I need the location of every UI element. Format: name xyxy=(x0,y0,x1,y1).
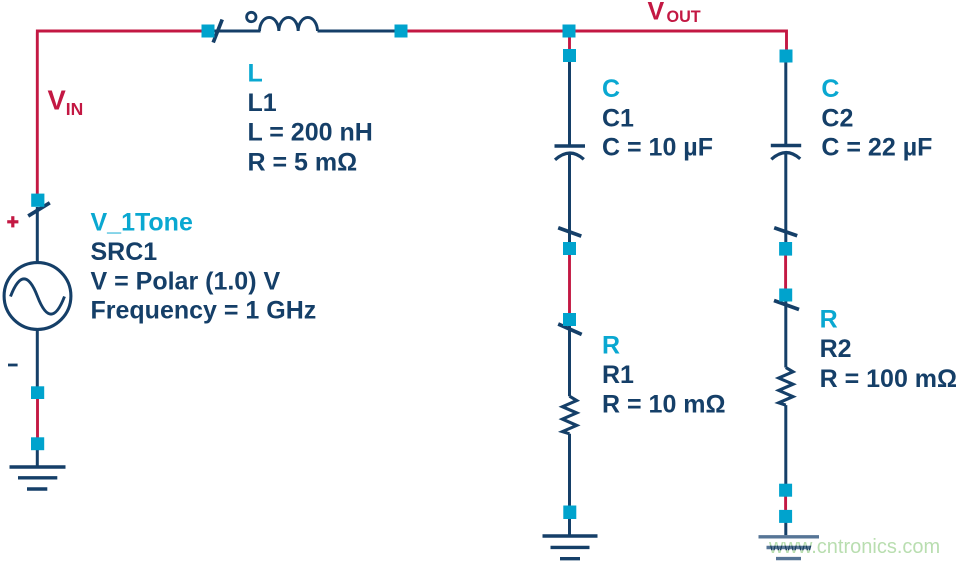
svg-text:C: C xyxy=(602,75,620,103)
svg-text:www: www xyxy=(768,536,813,558)
svg-text:SRC1: SRC1 xyxy=(91,238,158,266)
svg-text:L = 200 nH: L = 200 nH xyxy=(248,118,373,146)
svg-text:V = Polar (1.0) V: V = Polar (1.0) V xyxy=(91,268,281,296)
svg-text:C2: C2 xyxy=(821,104,853,132)
svg-text:C1: C1 xyxy=(602,104,634,132)
svg-text:V: V xyxy=(648,0,665,26)
svg-text:R: R xyxy=(820,306,838,334)
svg-text:C = 22 µF: C = 22 µF xyxy=(821,133,932,161)
svg-text:OUT: OUT xyxy=(667,8,701,26)
svg-text:R2: R2 xyxy=(820,335,852,363)
svg-text:C: C xyxy=(821,75,839,103)
svg-text:www.cntronics.com: www.cntronics.com xyxy=(768,536,940,558)
svg-text:V_1Tone: V_1Tone xyxy=(91,209,193,237)
svg-text:R = 5 mΩ: R = 5 mΩ xyxy=(248,149,358,177)
svg-text:V: V xyxy=(48,85,67,116)
svg-text:L1: L1 xyxy=(248,89,277,117)
svg-text:IN: IN xyxy=(66,99,84,119)
svg-text:L: L xyxy=(248,59,263,87)
svg-text:R: R xyxy=(602,331,620,359)
svg-text:R = 10 mΩ: R = 10 mΩ xyxy=(602,390,726,418)
svg-text:R1: R1 xyxy=(602,361,634,389)
svg-text:C = 10 µF: C = 10 µF xyxy=(602,133,713,161)
svg-text:Frequency = 1 GHz: Frequency = 1 GHz xyxy=(91,297,317,325)
svg-text:R = 100 mΩ: R = 100 mΩ xyxy=(820,365,956,393)
